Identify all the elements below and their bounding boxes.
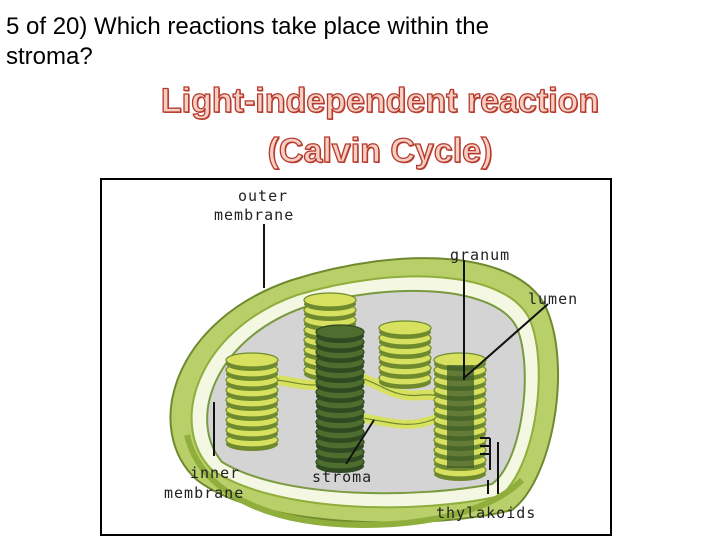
lumen-cut [447,365,474,468]
label-stroma: stroma [312,468,372,486]
question-line-2: stroma? [6,42,626,72]
chloroplast-illustration: outer membrane granum lumen inner membra… [102,180,610,534]
answer-text: Light-independent reaction (Calvin Cycle… [100,76,660,176]
answer-line-2: (Calvin Cycle) [100,126,660,176]
granum-stack-left [226,353,278,451]
label-inner: inner [190,464,240,482]
label-outer: outer [238,187,288,205]
label-thylakoids: thylakoids [436,504,536,522]
granum-stack-mid [379,321,431,389]
label-lumen: lumen [528,290,578,308]
label-granum: granum [450,246,510,264]
label-inner-membrane: membrane [164,484,244,502]
granum-stack-center [316,325,364,473]
question-line-1: 5 of 20) Which reactions take place with… [6,12,626,42]
label-outer-membrane: membrane [214,206,294,224]
answer-line-1: Light-independent reaction [100,76,660,126]
question-text: 5 of 20) Which reactions take place with… [6,12,626,72]
chloroplast-diagram: outer membrane granum lumen inner membra… [100,178,612,536]
